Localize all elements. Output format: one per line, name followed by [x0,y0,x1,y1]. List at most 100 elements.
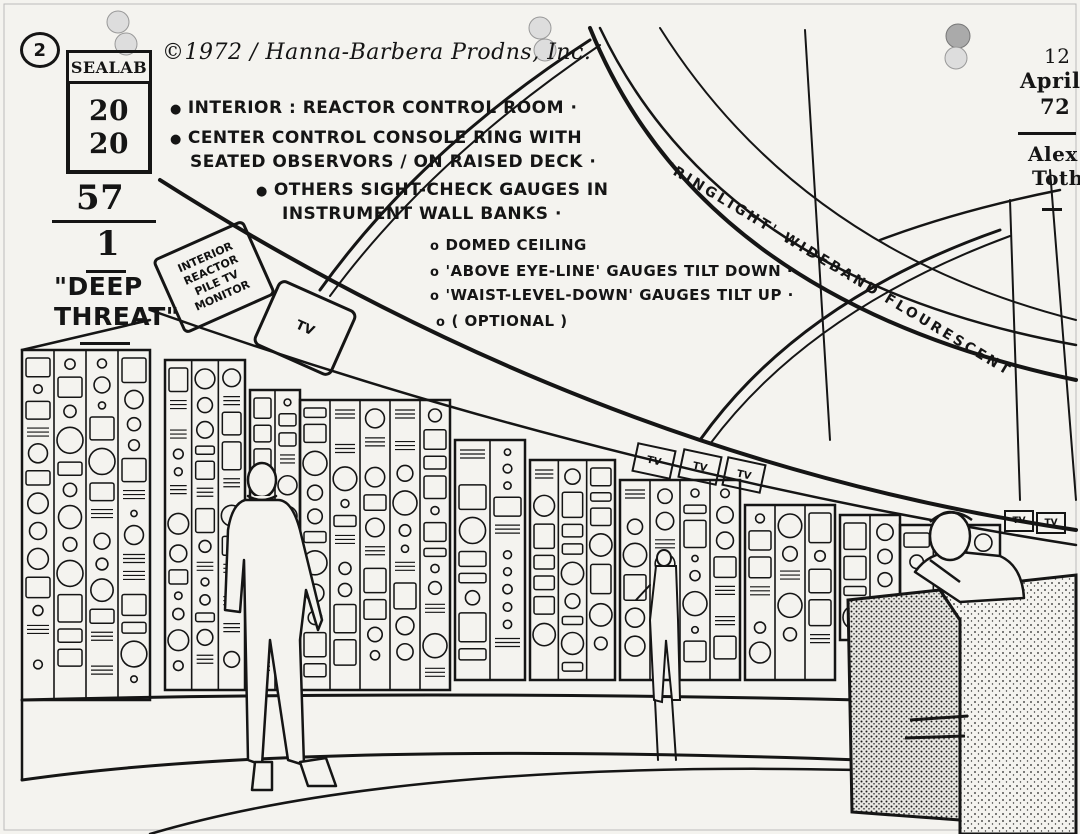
gauge-panel [808,568,832,594]
gauge-dial [302,450,328,477]
gauge-dial [196,396,214,414]
gauge-dial [532,622,557,647]
gauge-panel [423,521,447,543]
gauge-dial [588,533,613,557]
gauge-dial [502,463,513,474]
gauge-dial [62,536,78,553]
gauge-dial [502,549,513,560]
gauge-dial [560,631,585,656]
gauge-panel [423,455,447,470]
instrument-bank [453,438,527,682]
gauge-panel [221,441,242,471]
ceiling-note-4: o( OPTIONAL ) [436,312,568,330]
instrument-bank [743,503,837,682]
gauge-dial [93,376,111,394]
gauge-dial [564,468,581,486]
gauge-panel [121,457,147,483]
gauge-dial [26,492,50,515]
gauge-dial [90,578,114,603]
tv-monitor-5: TV [1036,512,1066,534]
gauge-dial [400,544,410,554]
note-line-2: ●CENTER CONTROL CONSOLE RING WITH [170,128,583,148]
gauge-panel [363,598,387,621]
gauge-dial [32,383,44,395]
gauge-panel [748,556,772,579]
gauge-panel [683,504,707,515]
gauge-dial [27,443,49,464]
gauge-panel [278,413,297,427]
gauge-dial [93,532,111,550]
show-label-box: SEALAB [66,50,152,84]
gauge-panel [253,397,272,419]
gauge-dial [503,481,512,491]
episode-title-line1: "DEEP [54,272,143,301]
gauge-dial [422,632,448,659]
gauge-dial [502,601,513,613]
gauge-dial [877,571,893,588]
gauge-dial [167,629,190,652]
gauge-dial [753,621,767,634]
gauge-panel [303,631,327,658]
gauge-panel [903,532,931,548]
gauge-dial [123,524,145,546]
domed-ceiling [318,26,1078,501]
gauge-panel [57,376,83,399]
gauge-panel [121,593,147,617]
title-divider [80,342,130,345]
gauge-dial [364,408,386,429]
ceiling-note-3: o'WAIST-LEVEL-DOWN' GAUGES TILT UP · [430,286,794,304]
gauge-panel [423,475,447,500]
gauge-panel [303,662,327,678]
gauge-dial [398,523,412,537]
gauge-panel [303,407,327,419]
note-line-3: SEATED OBSERVORS / ON RAISED DECK · [190,152,597,172]
page-number-badge: 2 [20,32,60,68]
gauge-dial [690,625,700,634]
staple-holes [106,10,971,70]
gauge-dial [32,604,44,617]
gauge-dial [427,580,443,596]
gauge-panel [303,530,327,544]
gauge-dial [306,508,324,525]
gauge-panel [683,519,707,549]
shot-divider [86,270,126,273]
gauge-dial [194,368,216,390]
gauge-panel [121,621,147,634]
instrument-bank [528,458,617,682]
gauge-dial [560,561,585,586]
date-year: 72 [1040,94,1071,119]
gauge-dial [366,626,384,643]
gauge-dial [392,490,418,516]
gauge-panel [458,572,487,584]
gauge-dial [198,539,212,554]
gauge-panel [843,522,867,551]
gauge-dial [306,484,324,501]
standing-technician-figure [223,461,338,792]
gauge-panel [168,569,189,585]
scene-divider [52,220,156,223]
gauge-dial [124,389,144,410]
gauge-panel [57,628,83,643]
gauge-dial [502,566,513,577]
page-number: 2 [33,39,47,61]
gauge-dial [223,650,241,669]
gauge-dial [626,518,644,536]
gauge-dial [719,488,731,499]
gauge-panel [333,603,357,634]
date-day: 12 [1044,44,1071,68]
gauge-dial [973,533,993,553]
gauge-dial [95,557,109,571]
gauge-dial [396,642,414,661]
gauge-panel [458,550,487,568]
gauge-dial [458,516,487,545]
gauge-panel [533,554,556,570]
gauge-panel [589,563,612,595]
gauge-panel [589,467,612,487]
gauge-dial [63,404,77,419]
gauge-dial [689,569,701,582]
gauge-dial [777,513,803,539]
gauge-dial [364,517,386,538]
